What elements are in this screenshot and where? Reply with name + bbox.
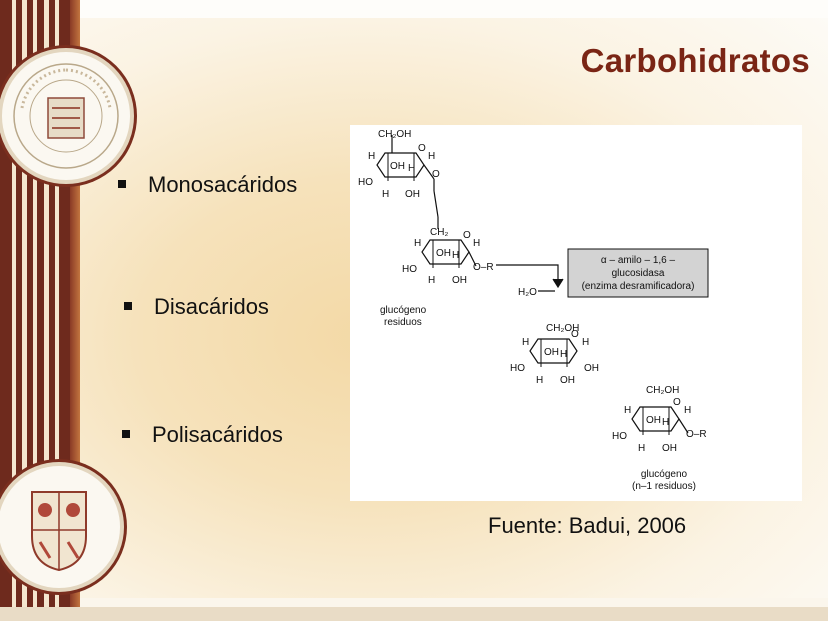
group-label: O bbox=[418, 143, 426, 154]
stripe bbox=[12, 0, 16, 621]
glucose-ring bbox=[421, 239, 470, 265]
source-citation: Fuente: Badui, 2006 bbox=[488, 513, 687, 538]
group-label: CH₂OH bbox=[378, 129, 411, 140]
glycogen-residues-label: residuos bbox=[384, 317, 422, 328]
group-label: O bbox=[463, 230, 471, 241]
institute-crest-logo bbox=[0, 462, 124, 592]
group-label: O bbox=[673, 397, 681, 408]
glycogen-n-1-label: glucógeno bbox=[641, 469, 688, 480]
group-label: H bbox=[624, 405, 631, 416]
glycogen-diagram: CH₂OH O H H OH H HO H OH O CH₂ O H H OH … bbox=[358, 129, 709, 492]
group-label: OH bbox=[646, 415, 661, 426]
enzyme-box: α – amilo – 1,6 – glucosidasa (enzima de… bbox=[567, 248, 709, 298]
glucose-ring bbox=[529, 338, 578, 364]
group-label: HO bbox=[402, 264, 417, 275]
group-label: H bbox=[638, 443, 645, 454]
group-label: OH bbox=[390, 161, 405, 172]
stripe bbox=[33, 0, 37, 621]
bullet-label: Polisacáridos bbox=[152, 422, 283, 447]
glucose-ring bbox=[631, 406, 680, 432]
group-label: H bbox=[368, 151, 375, 162]
group-label: CH₂ bbox=[430, 227, 448, 238]
slide-title: Carbohidratos bbox=[580, 42, 810, 79]
group-label: O bbox=[432, 169, 440, 180]
group-label: CH₂OH bbox=[646, 385, 679, 396]
group-label: H bbox=[428, 275, 435, 286]
group-label: OH bbox=[544, 347, 559, 358]
stripe bbox=[22, 0, 27, 621]
group-label: HO bbox=[358, 177, 373, 188]
group-label: O–R bbox=[473, 262, 494, 273]
group-label: H bbox=[662, 417, 669, 428]
group-label: OH bbox=[662, 443, 677, 454]
group-label: OH bbox=[560, 375, 575, 386]
group-label: H bbox=[582, 337, 589, 348]
stripe bbox=[55, 0, 59, 621]
bullet-item: Monosacáridos bbox=[118, 172, 297, 198]
group-label: H bbox=[684, 405, 691, 416]
stripe-edge bbox=[70, 0, 80, 621]
bullet-item: Disacáridos bbox=[124, 294, 269, 320]
group-label: OH bbox=[584, 363, 599, 374]
group-label: HO bbox=[612, 431, 627, 442]
group-label: H bbox=[473, 238, 480, 249]
university-seal-logo bbox=[0, 48, 134, 184]
glycogen-residues-label: glucógeno bbox=[380, 305, 427, 316]
group-label: O bbox=[571, 329, 579, 340]
group-label: H bbox=[428, 151, 435, 162]
water-label: H₂O bbox=[518, 287, 537, 298]
bullet-label: Disacáridos bbox=[154, 294, 269, 319]
group-label: CH₂OH bbox=[546, 323, 579, 334]
group-label: HO bbox=[510, 363, 525, 374]
group-label: OH bbox=[436, 248, 451, 259]
glycogen-debranching-figure: CH₂OH O H H OH H HO H OH O CH₂ O H H OH … bbox=[350, 125, 802, 501]
enzyme-name: glucosidasa bbox=[612, 268, 665, 279]
group-label: H bbox=[536, 375, 543, 386]
group-label: H bbox=[452, 250, 459, 261]
bullet-label: Monosacáridos bbox=[148, 172, 298, 197]
bottom-bar bbox=[0, 607, 828, 621]
bullet-item: Polisacáridos bbox=[122, 422, 283, 448]
glycogen-n-1-label: (n–1 residuos) bbox=[632, 481, 696, 492]
stripe bbox=[44, 0, 49, 621]
square-bullet-icon bbox=[118, 180, 126, 189]
group-label: H bbox=[522, 337, 529, 348]
enzyme-name: α – amilo – 1,6 – bbox=[601, 255, 676, 266]
group-label: O–R bbox=[686, 429, 707, 440]
group-label: H bbox=[414, 238, 421, 249]
enzyme-description: (enzima desramificadora) bbox=[582, 281, 695, 292]
glucose-ring bbox=[376, 152, 425, 178]
group-label: H bbox=[408, 163, 415, 174]
crest-icon bbox=[31, 491, 87, 572]
group-label: H bbox=[382, 189, 389, 200]
group-label: H bbox=[560, 349, 567, 360]
square-bullet-icon bbox=[122, 430, 130, 439]
group-label: OH bbox=[405, 189, 420, 200]
seal-icon bbox=[13, 63, 119, 169]
square-bullet-icon bbox=[124, 302, 132, 311]
group-label: OH bbox=[452, 275, 467, 286]
